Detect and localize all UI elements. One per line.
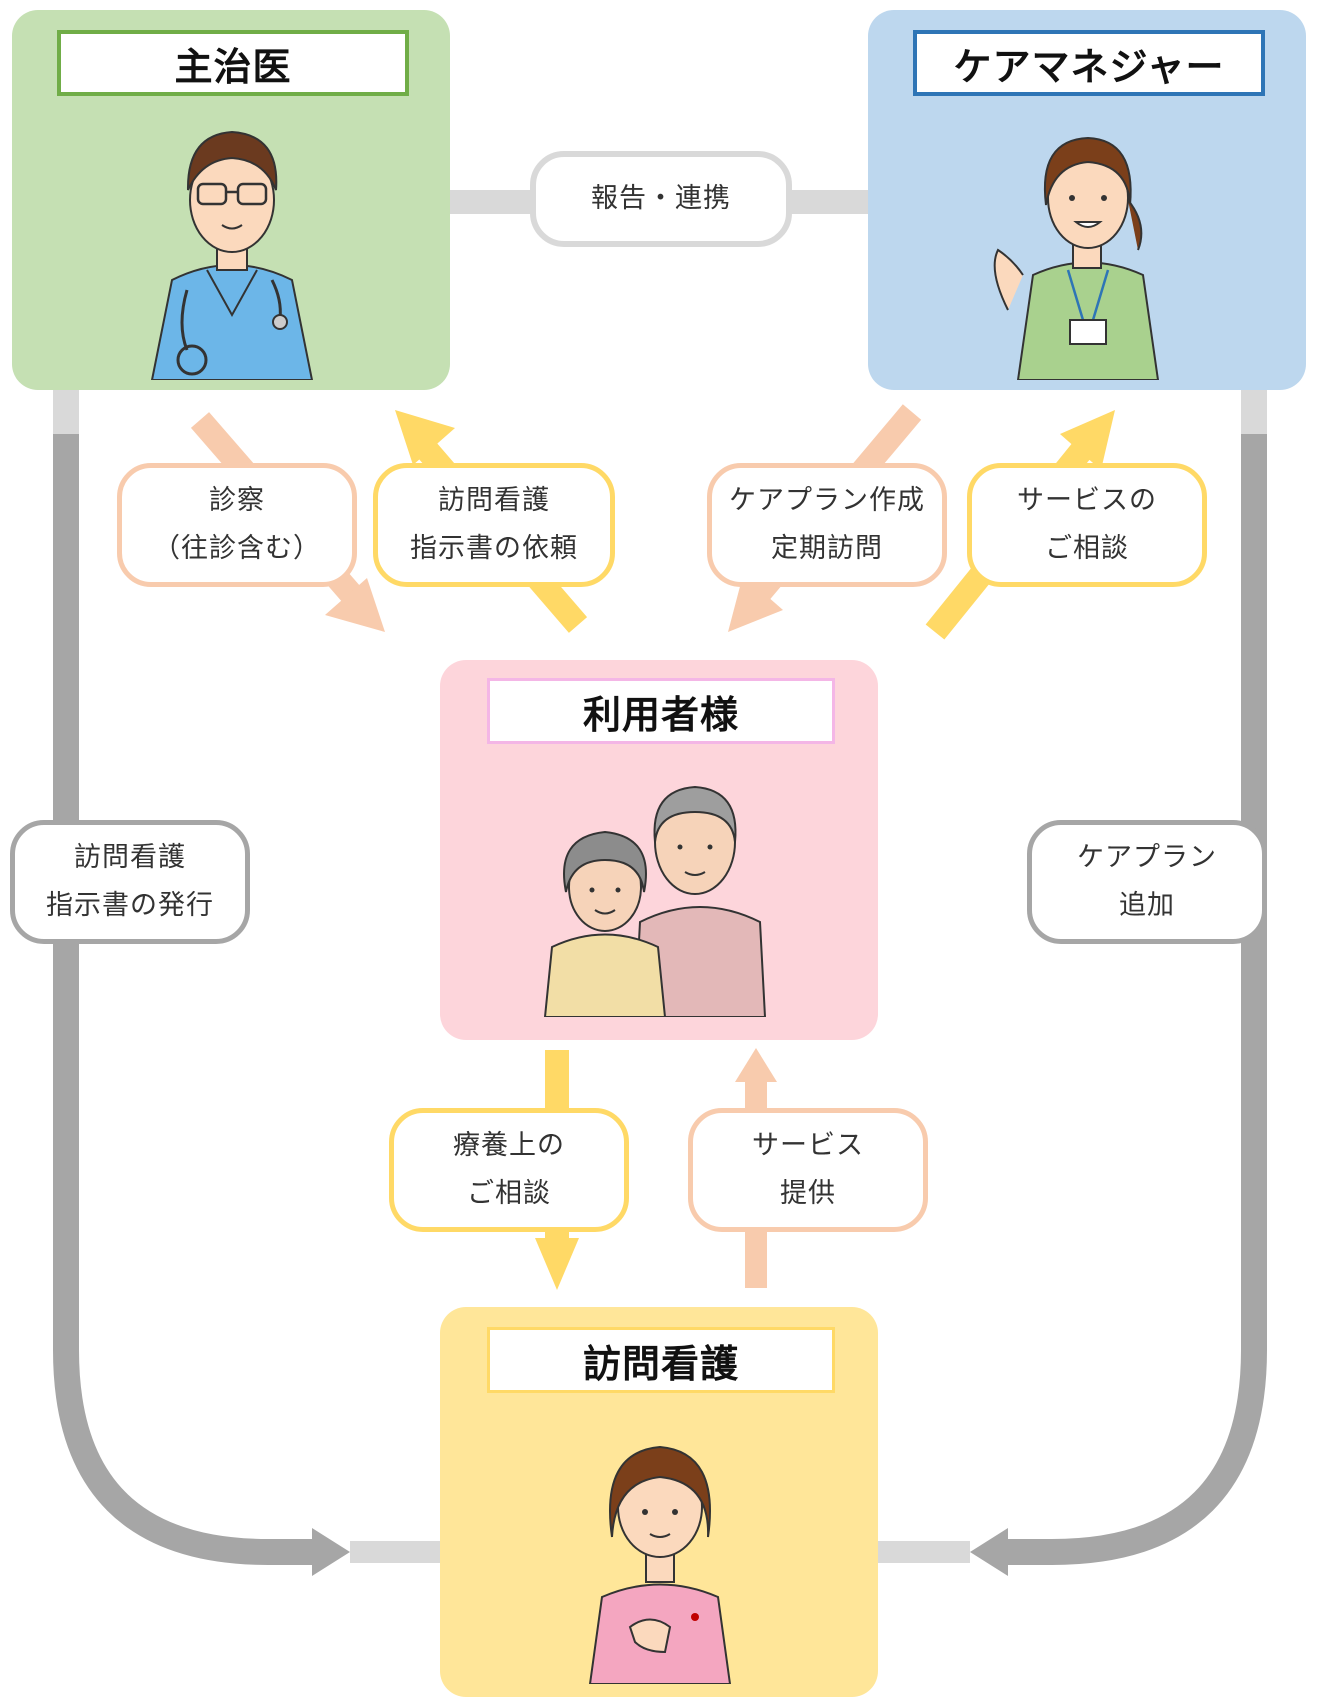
care-manager-node: ケアマネジャー (868, 10, 1306, 390)
service-consult-line2: ご相談 (1045, 533, 1129, 564)
exam-label-line1: 診察 (209, 485, 265, 516)
careplan-creation-line2: 定期訪問 (771, 533, 883, 564)
instruction-request-line2: 指示書の依頼 (410, 533, 578, 564)
exam-label-line2: （往診含む） (153, 533, 321, 564)
instruction-issue-label: 訪問看護 指示書の発行 (10, 820, 250, 944)
left-arrowhead (312, 1528, 350, 1576)
right-arrowhead (970, 1528, 1008, 1576)
elderly-couple-illustration (543, 785, 767, 1017)
service-provision-line1: サービス (752, 1130, 864, 1161)
report-label: 報告・連携 (530, 151, 792, 247)
service-provision-line2: 提供 (780, 1178, 836, 1209)
right-arrow-tail (878, 1541, 970, 1563)
service-consult-line1: サービスの (1017, 485, 1157, 516)
care-manager-stub (1241, 388, 1267, 434)
right-curved-arrow (1005, 434, 1267, 1565)
doctor-title: 主治医 (57, 30, 409, 96)
service-provision-label: サービス 提供 (688, 1108, 928, 1232)
care-consult-line1: 療養上の (453, 1130, 565, 1161)
care-manager-illustration (993, 136, 1160, 380)
exam-label: 診察 （往診含む） (117, 463, 357, 587)
instruction-request-label: 訪問看護 指示書の依頼 (373, 463, 615, 587)
service-consult-label: サービスの ご相談 (967, 463, 1207, 587)
instruction-issue-line2: 指示書の発行 (46, 890, 214, 921)
care-consult-label: 療養上の ご相談 (389, 1108, 629, 1232)
careplan-arrowhead (728, 575, 783, 632)
service-arrowhead (735, 1048, 777, 1082)
left-curved-arrow (53, 434, 315, 1565)
nursing-node: 訪問看護 (440, 1307, 878, 1697)
report-label-text: 報告・連携 (591, 183, 731, 214)
request-arrowhead (395, 410, 455, 465)
doctor-illustration (150, 130, 314, 380)
left-arrow-tail (350, 1541, 442, 1563)
careplan-creation-label: ケアプラン作成 定期訪問 (707, 463, 947, 587)
instruction-request-line1: 訪問看護 (438, 485, 550, 516)
careplan-add-line1: ケアプラン (1077, 842, 1217, 873)
user-title: 利用者様 (487, 678, 835, 744)
care-consult-line2: ご相談 (467, 1178, 551, 1209)
doctor-node: 主治医 (12, 10, 450, 390)
instruction-issue-line1: 訪問看護 (74, 842, 186, 873)
nursing-title: 訪問看護 (487, 1327, 835, 1393)
consult-arrowhead (1060, 410, 1115, 470)
nurse-illustration (588, 1445, 732, 1684)
user-node: 利用者様 (440, 660, 878, 1040)
careplan-add-line2: 追加 (1119, 890, 1175, 921)
care-consult-arrowhead (535, 1238, 579, 1290)
careplan-add-label: ケアプラン 追加 (1027, 820, 1267, 944)
doctor-stub (53, 388, 79, 434)
exam-arrowhead (325, 578, 385, 632)
careplan-creation-line1: ケアプラン作成 (729, 485, 925, 516)
care-manager-title: ケアマネジャー (913, 30, 1265, 96)
